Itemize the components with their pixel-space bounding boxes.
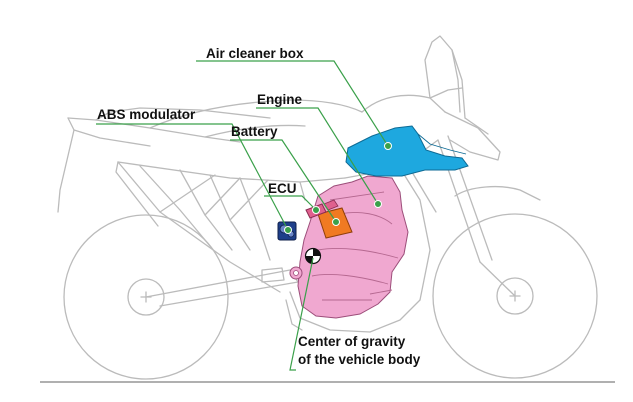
label-center-of-gravity-line2: of the vehicle body bbox=[298, 352, 421, 367]
label-battery: Battery bbox=[231, 124, 278, 139]
label-center-of-gravity-line1: Center of gravity bbox=[298, 334, 406, 349]
front-wheel bbox=[432, 213, 598, 379]
leader-center-of-gravity bbox=[289, 257, 314, 371]
engine bbox=[297, 175, 409, 319]
leader-engine bbox=[256, 107, 379, 205]
rear-wheel bbox=[63, 214, 229, 380]
label-air-cleaner-box: Air cleaner box bbox=[206, 46, 304, 61]
leader-air-cleaner-box bbox=[196, 60, 389, 147]
leader-dots bbox=[284, 142, 392, 234]
air-cleaner-box bbox=[345, 125, 469, 177]
rear-pump bbox=[289, 266, 303, 280]
label-abs-modulator: ABS modulator bbox=[97, 107, 196, 122]
center-of-gravity-marker bbox=[304, 247, 322, 265]
leader-lines bbox=[96, 60, 389, 371]
label-engine: Engine bbox=[257, 92, 302, 107]
leader-battery bbox=[230, 139, 337, 223]
leader-abs-modulator bbox=[96, 123, 289, 231]
label-ecu: ECU bbox=[268, 181, 297, 196]
leader-ecu bbox=[264, 195, 317, 211]
engine-detail bbox=[311, 191, 399, 301]
